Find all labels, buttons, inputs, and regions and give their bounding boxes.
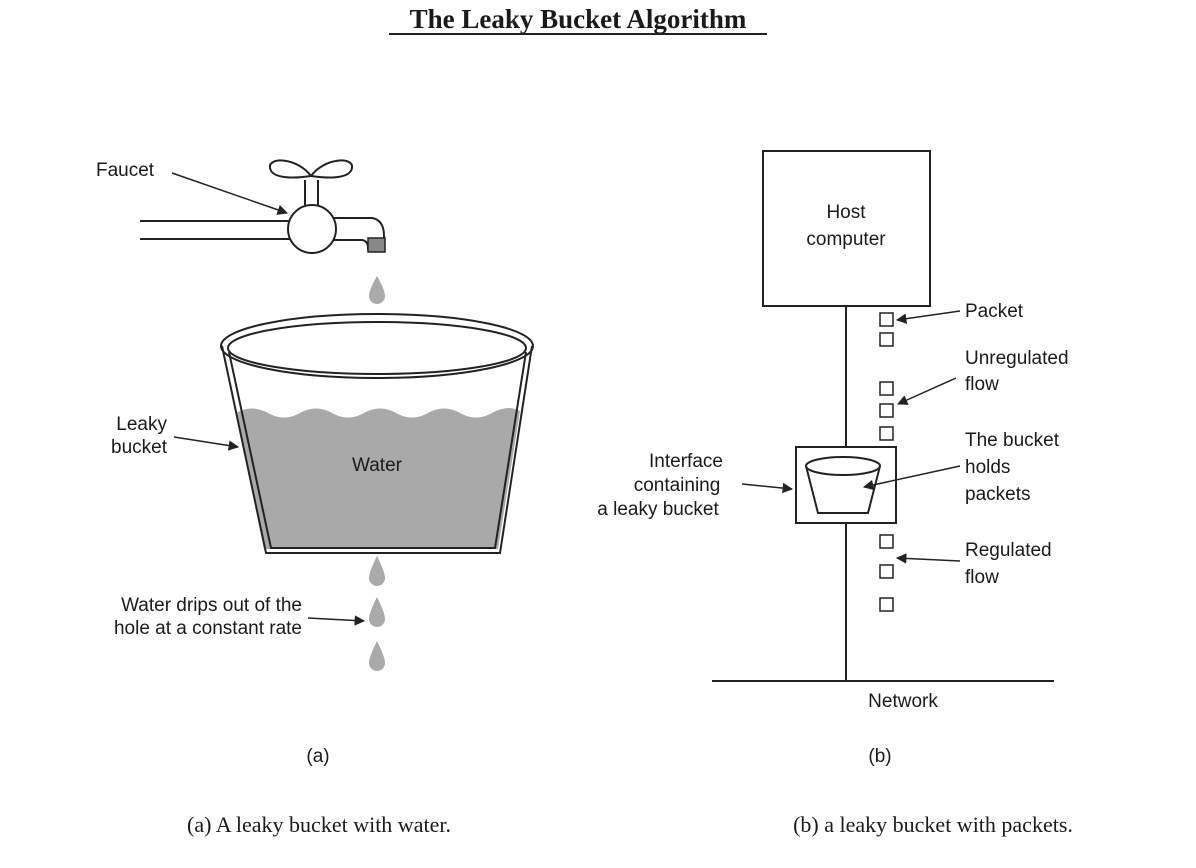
holds-label-line3: packets (965, 484, 1030, 505)
regulated-label-line2: flow (965, 567, 999, 588)
panel-a-label: (a) (306, 746, 329, 767)
interface-label-line1: Interface (649, 451, 723, 472)
holds-label-line1: The bucket (965, 430, 1060, 451)
packet-icon (879, 426, 894, 441)
drip-icon (369, 597, 385, 627)
small-bucket-icon (805, 456, 881, 514)
drip-icon (369, 641, 385, 671)
interface-label-line2: containing (634, 475, 721, 496)
panel-b-packet-bucket: Host computer Network Packet Unregulated… (597, 150, 1073, 837)
faucet-label: Faucet (96, 160, 155, 181)
water-label: Water (352, 455, 403, 476)
drip-icon (369, 556, 385, 586)
drips-arrow (307, 615, 366, 626)
falling-drop-icon (369, 276, 385, 304)
panel-a-water-bucket: Faucet Leaky bucket Water Water drips ou… (96, 159, 534, 837)
leaky-bucket-arrow (173, 436, 240, 451)
packet-icon (879, 312, 894, 327)
page-title: The Leaky Bucket Algorithm (410, 4, 747, 34)
packet-icon (879, 332, 894, 347)
holds-label-line2: holds (965, 457, 1010, 478)
panel-a-caption: (a) A leaky bucket with water. (187, 812, 451, 837)
packet-icon (879, 597, 894, 612)
interface-label-line3: a leaky bucket (597, 499, 719, 520)
drips-label-line2: hole at a constant rate (114, 618, 302, 639)
packet-label: Packet (965, 301, 1024, 322)
leaky-bucket-label-line2: bucket (111, 437, 168, 458)
packet-arrow (895, 310, 961, 324)
network-label: Network (868, 691, 938, 712)
panel-b-caption: (b) a leaky bucket with packets. (793, 812, 1073, 837)
host-label-line2: computer (806, 229, 886, 250)
packet-icon (879, 564, 894, 579)
panel-b-label: (b) (868, 746, 891, 767)
holds-arrow (862, 465, 961, 491)
unregulated-arrow (897, 377, 957, 405)
packet-icon (879, 381, 894, 396)
interface-arrow (741, 482, 794, 494)
regulated-label-line1: Regulated (965, 540, 1052, 561)
leaky-bucket-label-line1: Leaky (116, 414, 167, 435)
packet-icon (879, 403, 894, 418)
faucet-arrow (171, 172, 288, 215)
unregulated-label-line1: Unregulated (965, 348, 1069, 369)
drips-label-line1: Water drips out of the (121, 595, 302, 616)
regulated-arrow (895, 553, 961, 564)
host-label-line1: Host (826, 202, 866, 223)
unregulated-label-line2: flow (965, 374, 999, 395)
packet-icon (879, 534, 894, 549)
faucet-icon (140, 159, 386, 254)
interface-box (795, 446, 897, 524)
bucket-icon (220, 313, 534, 554)
